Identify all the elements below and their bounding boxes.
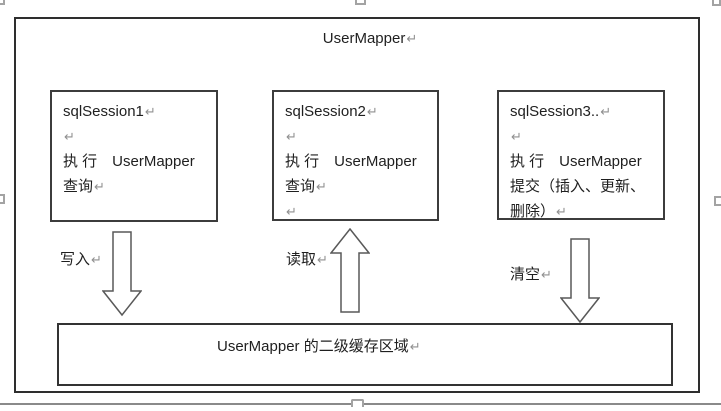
label-text: 写入 <box>60 251 91 268</box>
text-line: ↵ <box>510 124 652 149</box>
text-line: 执 行 UserMapper <box>285 149 426 174</box>
canvas-resize-handle-top-right[interactable] <box>712 0 721 6</box>
text-line: 查询↵ <box>285 174 426 199</box>
read-label: 读取↵ <box>286 248 328 269</box>
paragraph-mark-icon <box>642 154 643 169</box>
paragraph-mark-icon: ↵ <box>91 252 102 267</box>
text-line: sqlSession1↵ <box>63 99 205 124</box>
line-text: 执 行 UserMapper <box>285 153 417 170</box>
line-text: 删除） <box>510 203 556 220</box>
text-line: 查询↵ <box>63 174 205 199</box>
sqlsession3-box[interactable]: sqlSession3..↵ ↵ 执 行 UserMapper 提交（插入、更新… <box>497 90 665 220</box>
text-line: ↵ <box>285 199 426 224</box>
paragraph-mark-icon: ↵ <box>409 339 421 354</box>
cache-region-label: UserMapper 的二级缓存区域 <box>217 338 409 355</box>
label-text: 读取 <box>286 251 317 268</box>
line-text: 执 行 UserMapper <box>510 153 642 170</box>
line-text: 提交（插入、更新、 <box>510 178 646 195</box>
paragraph-mark-icon: ↵ <box>511 129 522 144</box>
paragraph-mark-icon: ↵ <box>286 129 297 144</box>
paragraph-mark-icon <box>195 154 196 169</box>
text-line: sqlSession3..↵ <box>510 99 652 124</box>
paragraph-mark-icon: ↵ <box>366 104 378 119</box>
paragraph-mark-icon: ↵ <box>94 179 105 194</box>
label-text: 清空 <box>510 266 541 283</box>
canvas-resize-handle-bottom-center[interactable] <box>351 399 364 407</box>
text-line: sqlSession2↵ <box>285 99 426 124</box>
canvas-resize-handle-top-left[interactable] <box>0 0 5 5</box>
sqlsession2-box[interactable]: sqlSession2↵ ↵ 执 行 UserMapper 查询↵ ↵ <box>272 90 439 221</box>
text-line: 执 行 UserMapper <box>510 149 652 174</box>
text-line: 删除）↵ <box>510 199 652 224</box>
down-arrow-shape-clear[interactable] <box>560 238 600 324</box>
paragraph-mark-icon: ↵ <box>541 267 552 282</box>
text-line: 提交（插入、更新、 <box>510 174 652 199</box>
text-line: 执 行 UserMapper <box>63 149 205 174</box>
canvas-resize-handle-top-center[interactable] <box>355 0 366 5</box>
paragraph-mark-icon: ↵ <box>556 204 567 219</box>
line-text: sqlSession2 <box>285 103 366 120</box>
paragraph-mark-icon <box>417 154 418 169</box>
down-arrow-shape-write[interactable] <box>102 231 142 317</box>
paragraph-mark-icon <box>645 179 646 194</box>
line-text: 执 行 UserMapper <box>63 153 195 170</box>
text-line: ↵ <box>285 124 426 149</box>
line-text: 查询 <box>63 178 94 195</box>
paragraph-mark-icon: ↵ <box>64 129 75 144</box>
write-label: 写入↵ <box>60 248 102 269</box>
paragraph-mark-icon: ↵ <box>317 252 328 267</box>
cache-region-box[interactable]: UserMapper 的二级缓存区域↵ <box>57 323 673 386</box>
line-text: sqlSession3.. <box>510 103 600 120</box>
up-arrow-shape-read[interactable] <box>330 228 370 314</box>
sqlsession1-box[interactable]: sqlSession1↵ ↵ 执 行 UserMapper 查询↵ <box>50 90 218 222</box>
paragraph-mark-icon: ↵ <box>316 179 327 194</box>
paragraph-mark-icon: ↵ <box>286 204 297 219</box>
line-text: sqlSession1 <box>63 103 144 120</box>
paragraph-mark-icon: ↵ <box>600 104 612 119</box>
text-line: ↵ <box>63 124 205 149</box>
canvas-resize-handle-middle-right[interactable] <box>714 196 721 206</box>
paragraph-mark-icon: ↵ <box>406 31 418 46</box>
canvas-resize-handle-middle-left[interactable] <box>0 194 5 204</box>
clear-label: 清空↵ <box>510 263 552 284</box>
title-text: UserMapper <box>322 30 406 47</box>
paragraph-mark-icon: ↵ <box>144 104 156 119</box>
diagram-title: UserMapper↵ <box>14 30 700 47</box>
line-text: 查询 <box>285 178 316 195</box>
